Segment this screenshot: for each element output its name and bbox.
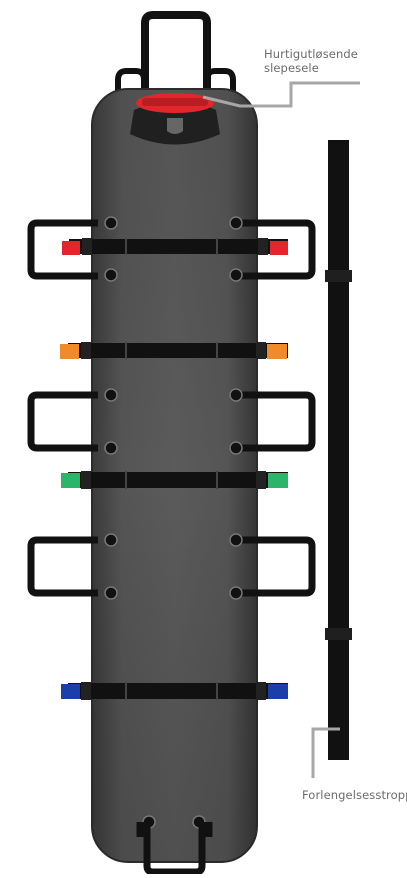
left-orange-buckle-icon [60, 344, 79, 359]
quick-release-label: Hurtigutløsende slepesele [264, 47, 358, 75]
red-strap [62, 238, 288, 255]
extension-strap-buckle-top [325, 270, 352, 282]
bottom-handle [143, 822, 206, 876]
left-red-buckle-icon [62, 241, 80, 255]
orange-strap [60, 342, 288, 359]
quick-release-ring [142, 98, 208, 106]
top-handle [141, 11, 211, 97]
extension-strap-leader-line [311, 727, 340, 778]
right-blue-buckle-icon [268, 684, 288, 699]
extension-strap-icon [328, 140, 349, 760]
right-loop-3 [238, 536, 316, 597]
right-orange-buckle-icon [267, 344, 287, 359]
right-loop-2 [238, 391, 316, 452]
left-green-buckle-icon [61, 473, 80, 488]
blue-strap [61, 682, 288, 700]
top-right-loop [204, 68, 236, 105]
left-loop-2 [27, 391, 98, 452]
shield-icon [167, 118, 183, 134]
left-loop-3 [27, 536, 98, 597]
grommets [104, 216, 243, 829]
right-green-buckle-icon [268, 473, 288, 488]
extension-strap-buckle-bottom [325, 628, 352, 640]
left-blue-buckle-icon [61, 684, 80, 699]
top-left-loop [115, 68, 147, 105]
right-loop-1 [238, 219, 316, 280]
right-red-buckle-icon [270, 241, 288, 255]
left-loop-1 [27, 219, 98, 280]
quick-release-leader-line [202, 81, 360, 108]
green-strap [61, 471, 288, 489]
extension-strap-label: Forlengelsesstropp [302, 789, 407, 802]
